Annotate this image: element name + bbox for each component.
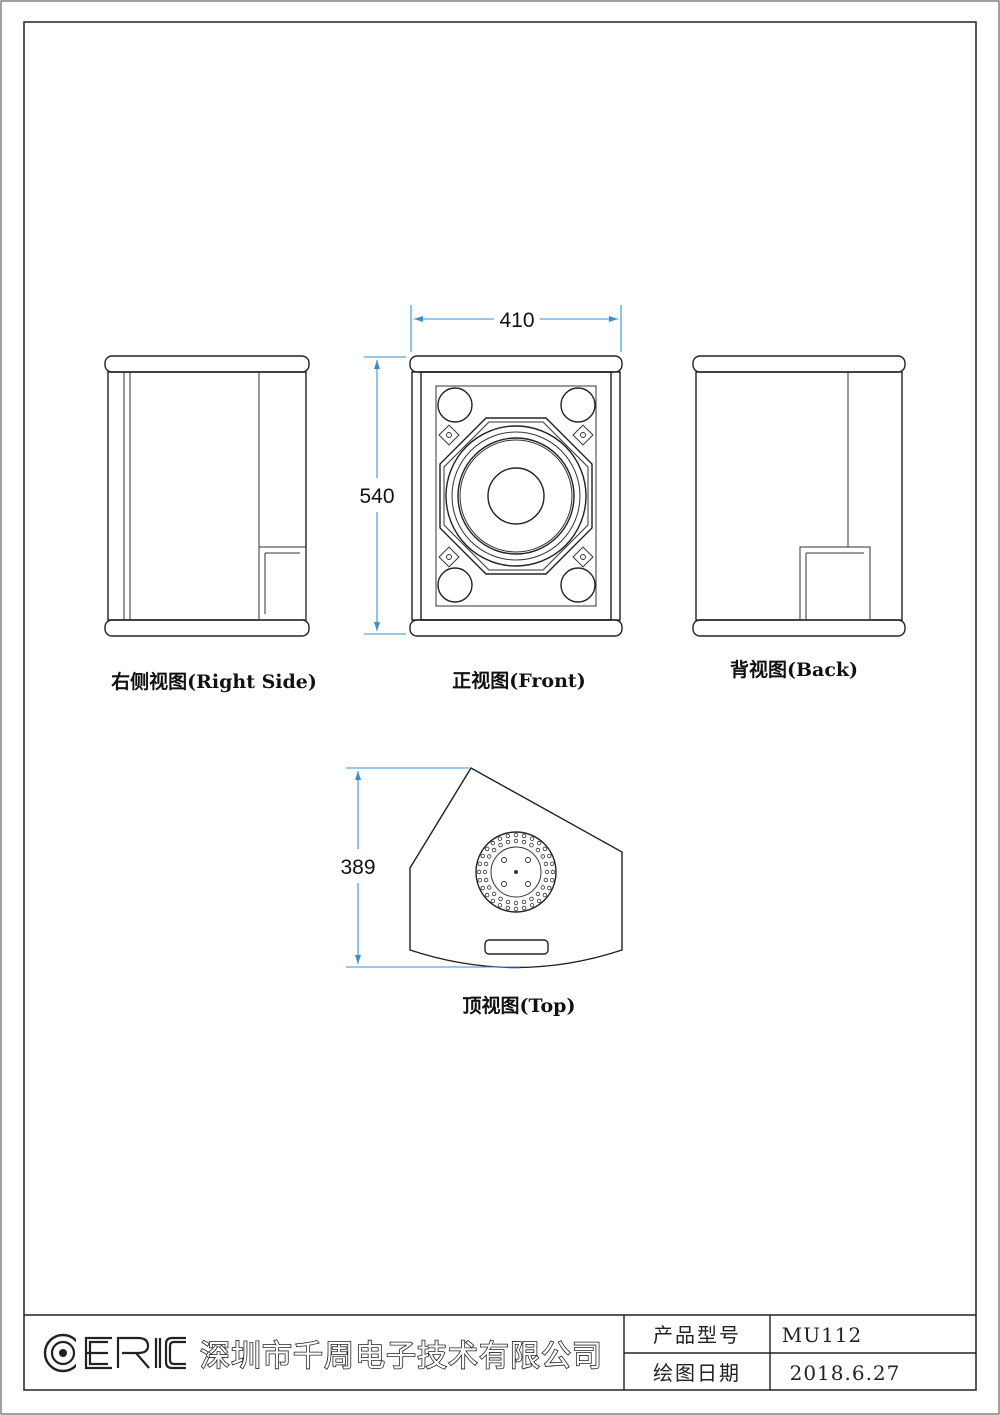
perforation-hole (482, 869, 488, 875)
perforation-hole (498, 843, 503, 848)
perforation-hole (505, 839, 511, 845)
perforation-hole (513, 906, 519, 912)
depth-label: 389 (340, 856, 375, 879)
perforation-hole (498, 896, 503, 901)
width-label: 410 (499, 309, 534, 332)
perforation-hole (477, 878, 483, 883)
perforation-hole (542, 846, 548, 852)
dimension-width: 410 (410, 305, 622, 352)
perforation-hole (550, 869, 556, 875)
right-side-view (104, 355, 310, 637)
front-view (409, 355, 623, 637)
inner-frame (23, 21, 977, 1391)
perforation-hole (477, 861, 483, 866)
perforation-hole (542, 892, 548, 898)
perforation-hole (513, 900, 519, 906)
perforation-hole (484, 892, 490, 898)
date-value: 2018.6.27 (790, 1361, 901, 1385)
perforation-hole (536, 898, 542, 904)
perforation-hole (497, 903, 503, 908)
perforation-hole (543, 861, 549, 867)
perforation-hole (505, 905, 510, 911)
perforation-hole (487, 885, 492, 890)
title-block: 深圳市千周电子技术有限公司 产品型号 MU112 绘图日期 2018.6.27 (24, 1314, 976, 1390)
top-caption: 顶视图(Top) (463, 994, 576, 1017)
perforation-hole (547, 853, 552, 859)
top-view-perforation (476, 832, 556, 912)
perforation-hole (544, 869, 550, 875)
perforation-hole (529, 903, 535, 908)
perforation-hole (505, 899, 511, 905)
perforation-hole (505, 833, 510, 839)
perforation-hole (487, 854, 492, 859)
perforation-hole (497, 836, 503, 841)
perforation-hole (480, 885, 485, 891)
perforation-hole (513, 832, 519, 838)
perforation-hole (490, 840, 496, 846)
back-caption: 背视图(Back) (730, 658, 858, 681)
perforation-hole (484, 846, 490, 852)
perforation-hole (522, 833, 527, 839)
company-name: 深圳市千周电子技术有限公司 (200, 1339, 603, 1374)
perforation-hole (521, 899, 527, 905)
perforation-hole (540, 885, 545, 890)
model-label: 产品型号 (653, 1323, 741, 1347)
perforation-hole (490, 898, 496, 904)
perforation-hole (535, 891, 541, 897)
perforation-hole (536, 840, 542, 846)
perforation-hole (522, 905, 527, 911)
perforation-hole (549, 878, 555, 883)
dimension-depth: 389 (340, 767, 520, 968)
perforation-hole (529, 836, 535, 841)
date-label: 绘图日期 (653, 1361, 741, 1385)
perforation-hole (540, 854, 545, 859)
perforation-hole (547, 885, 552, 891)
perforation-hole (483, 877, 489, 883)
eric-logo (43, 1333, 186, 1373)
height-label: 540 (359, 485, 394, 508)
dimension-height: 540 (359, 356, 406, 635)
perforation-hole (476, 869, 482, 875)
model-value: MU112 (782, 1323, 863, 1347)
perforation-hole (549, 861, 555, 866)
perforation-hole (491, 847, 497, 853)
perforation-hole (483, 861, 489, 867)
perforation-hole (543, 877, 549, 883)
perforation-hole (491, 891, 497, 897)
perforation-hole (529, 843, 534, 848)
perforation-hole (529, 896, 534, 901)
perforation-hole (535, 847, 541, 853)
top-view (409, 767, 623, 969)
right-side-caption: 右侧视图(Right Side) (110, 670, 317, 693)
perforation-hole (513, 838, 519, 844)
perforation-hole (480, 853, 485, 859)
front-caption: 正视图(Front) (452, 669, 585, 692)
back-view (692, 355, 906, 637)
perforation-hole (521, 839, 527, 845)
